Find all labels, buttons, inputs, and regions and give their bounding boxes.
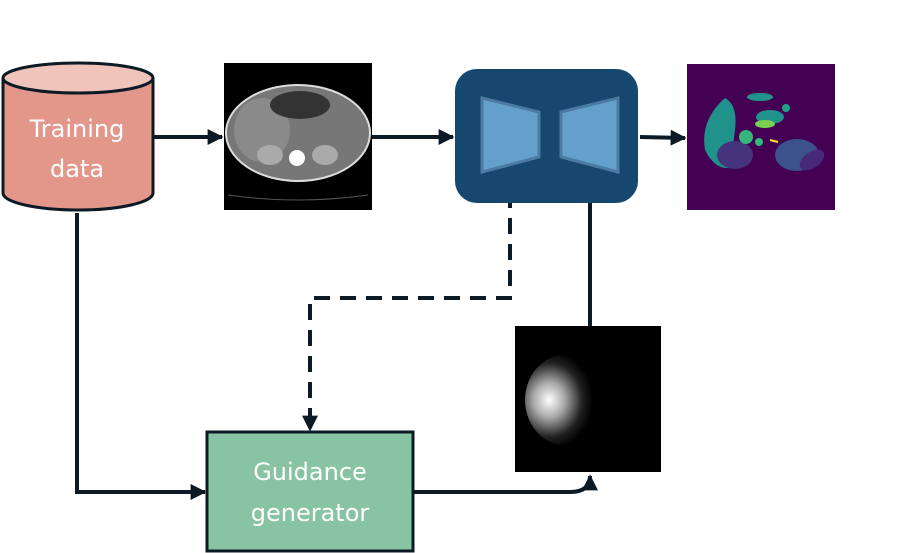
guidance-generator-label-line1: Guidance [253, 458, 367, 486]
arrow-guidance-to-map [413, 474, 598, 494]
training-data-cylinder: Training data [1, 61, 155, 212]
training-data-label-line1: Training [29, 115, 125, 143]
arrow-network-to-segmentation [639, 129, 687, 146]
segmentation-network [455, 69, 638, 203]
decoder-block [559, 96, 620, 174]
guidance-generator-label-line2: generator [251, 499, 370, 527]
ct-scan-image [224, 63, 372, 210]
segmentation-output-image [687, 64, 835, 210]
arrow-data-to-guidance [75, 213, 207, 500]
guidance-map-image [515, 326, 661, 472]
guidance-generator-box: Guidance generator [205, 430, 415, 553]
dashed-arrow-encoder-to-guidance [302, 166, 512, 432]
training-data-label-line2: data [50, 155, 104, 183]
encoder-block [480, 96, 541, 174]
